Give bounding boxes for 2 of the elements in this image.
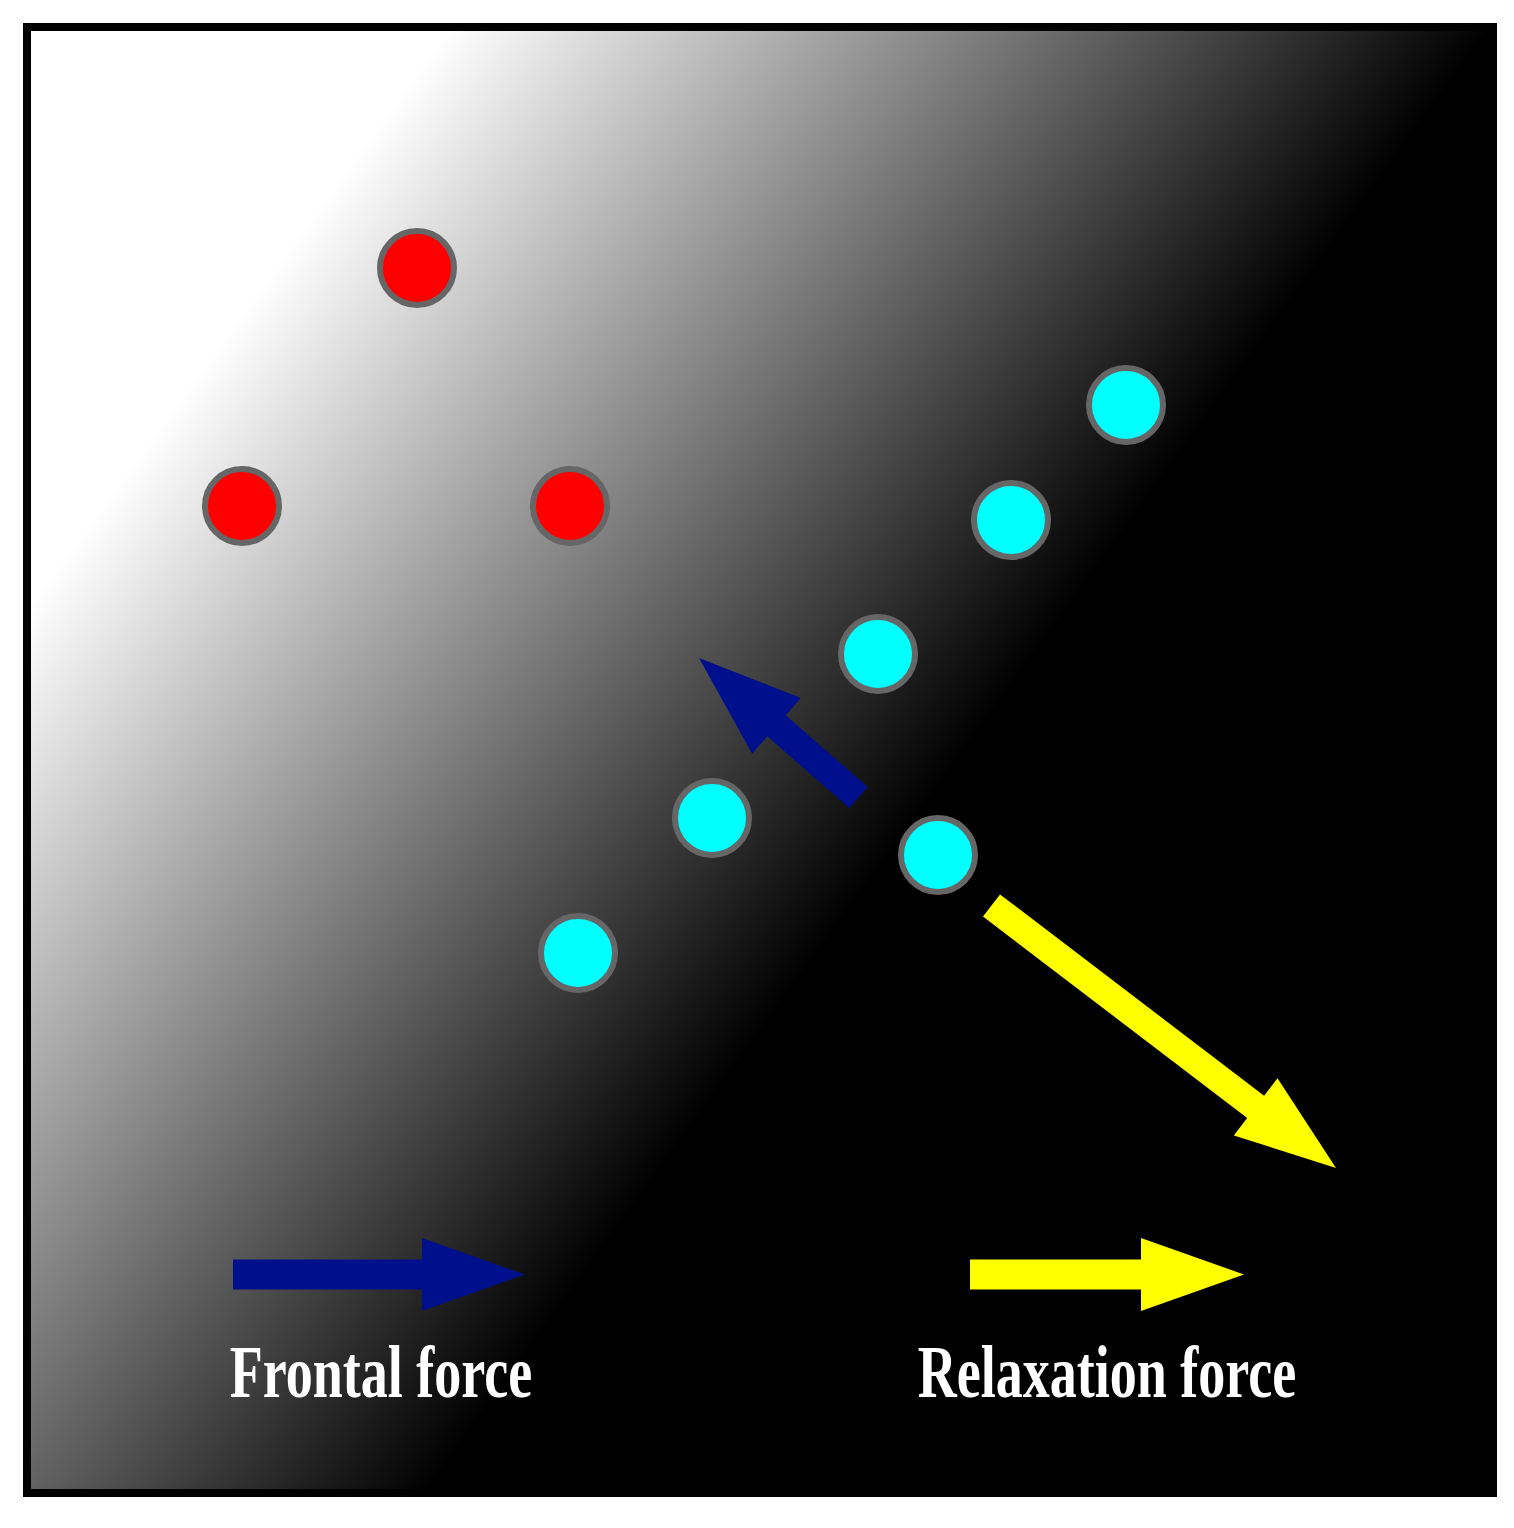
- legend-label: Frontal force: [229, 1335, 532, 1409]
- legend-label: Relaxation force: [917, 1335, 1297, 1409]
